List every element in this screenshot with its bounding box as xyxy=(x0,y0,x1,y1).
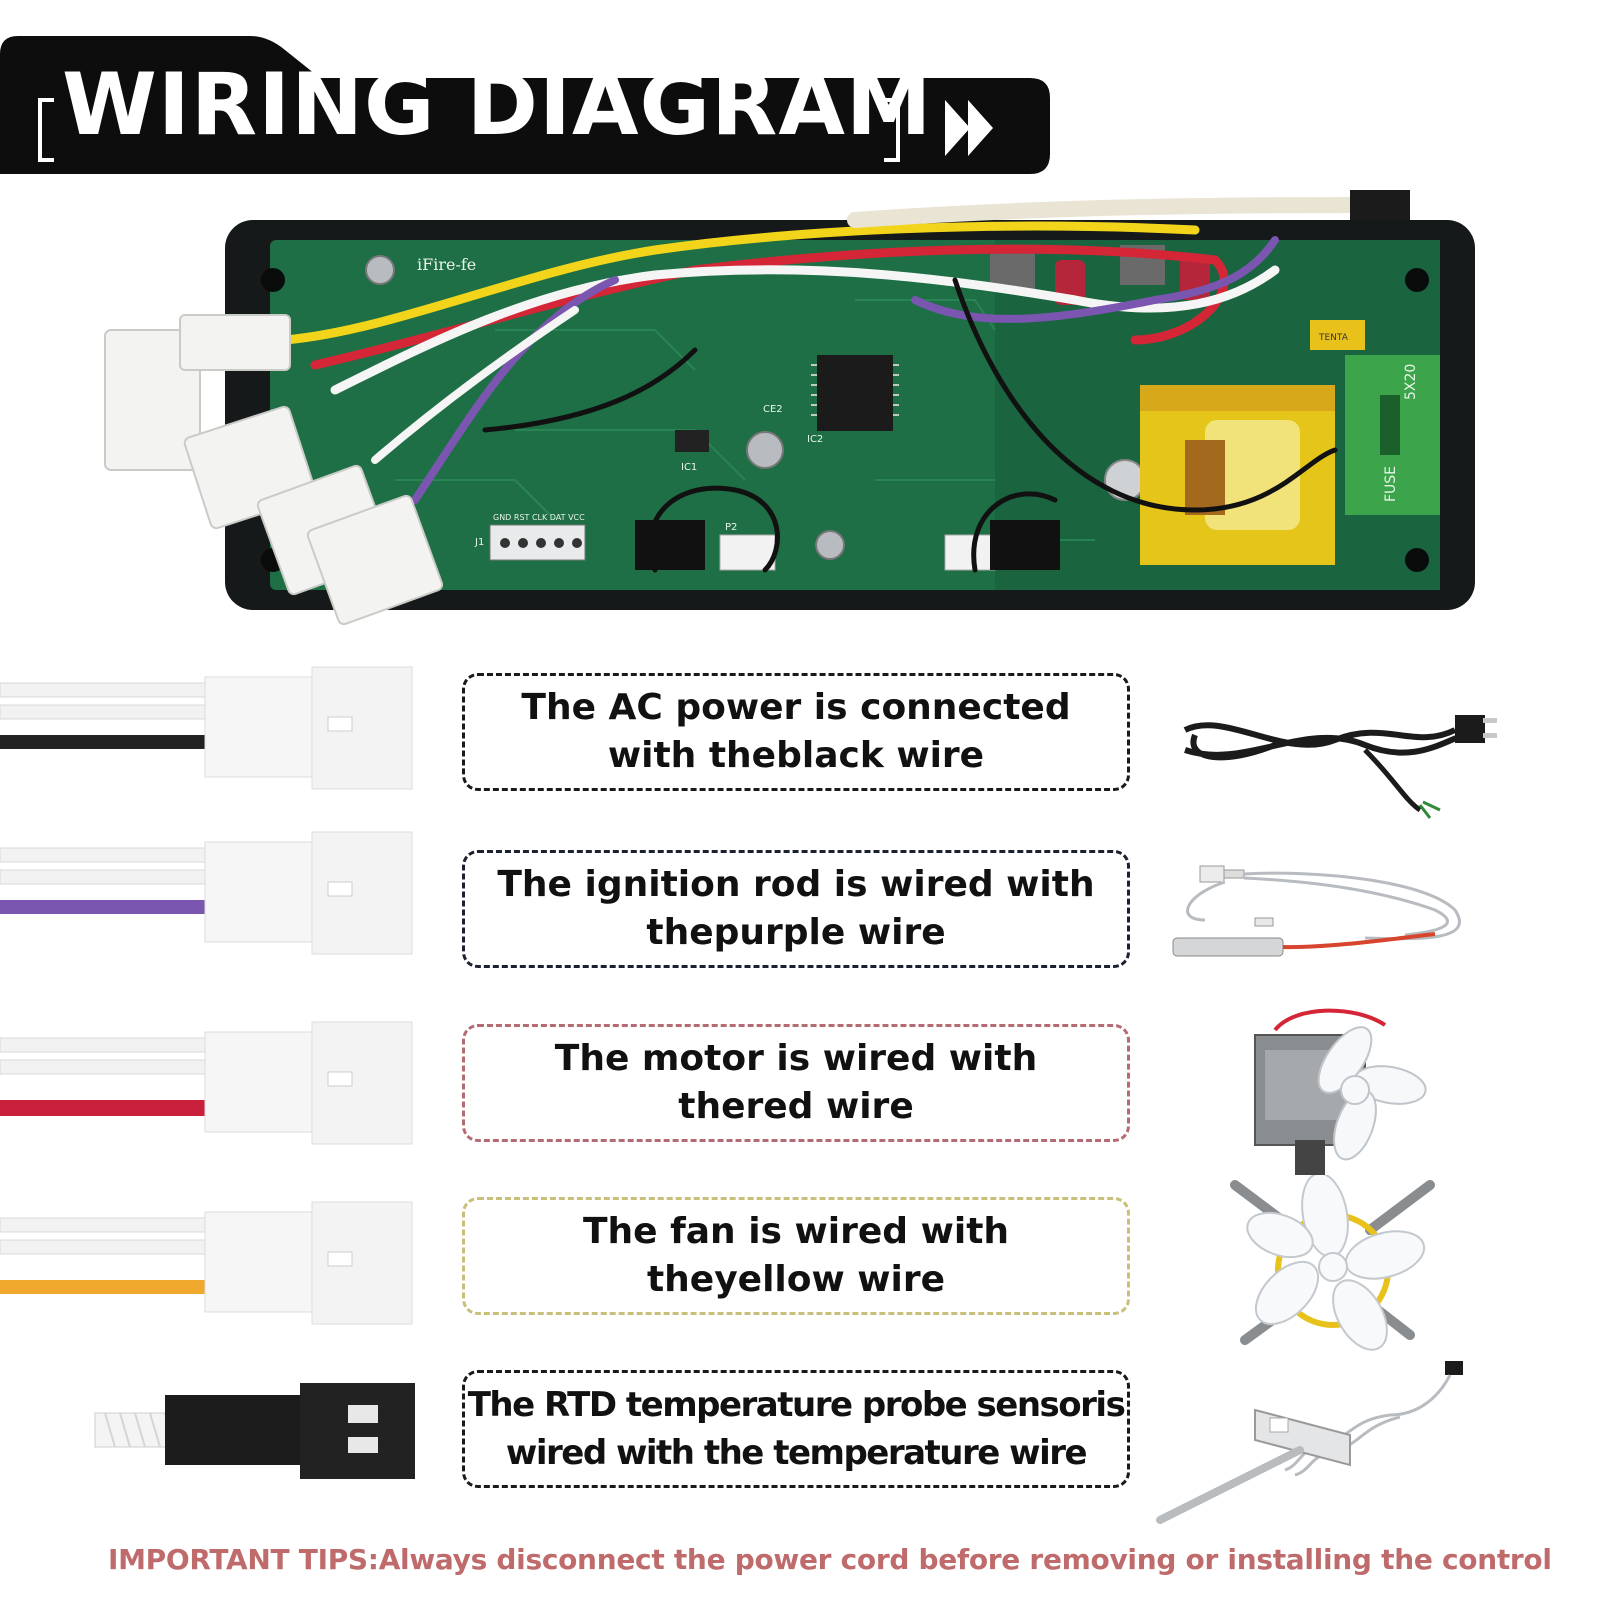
board-brand-label: iFire-fe xyxy=(417,255,476,274)
caption-box-fan: The fan is wired with theyellow wire xyxy=(462,1197,1130,1315)
header-pin-labels: GND RST CLK DAT VCC xyxy=(493,513,585,522)
caption-rtd: The RTD temperature probe sensoris wired… xyxy=(467,1385,1126,1473)
induction-fan-icon xyxy=(1230,1175,1435,1351)
caption-motor: The motor is wired with thered wire xyxy=(554,1038,1038,1127)
connector-purple xyxy=(0,831,413,955)
caption-fan: The fan is wired with theyellow wire xyxy=(582,1211,1010,1300)
connector-red xyxy=(0,1021,413,1145)
label-ce2: CE2 xyxy=(763,404,783,415)
ignition-rod-icon xyxy=(1172,865,1461,957)
connector-black xyxy=(0,666,413,790)
caption-box-power: The AC power is connected with theblack … xyxy=(462,673,1130,791)
caption-ignition: The ignition rod is wired with thepurple… xyxy=(497,864,1095,953)
label-p2: P2 xyxy=(725,522,737,533)
label-ic2: IC2 xyxy=(807,434,823,445)
x-capacitor xyxy=(1310,320,1365,350)
power-cord-icon xyxy=(1183,715,1497,819)
caption-box-ignition: The ignition rod is wired with thepurple… xyxy=(462,850,1130,968)
page-title: WIRING DIAGRAM xyxy=(62,55,933,155)
important-tips: IMPORTANT TIPS:Always disconnect the pow… xyxy=(108,1543,1552,1576)
arrow-icon xyxy=(945,100,970,156)
title-banner xyxy=(0,36,1050,174)
connector-rtd xyxy=(94,1383,415,1479)
auger-motor-icon xyxy=(1254,1008,1427,1175)
control-board: FUSE 5X20 TENTA iFire-fe GND RST CLK DAT… xyxy=(104,190,1475,626)
fuse-size-label: 5X20 xyxy=(1403,364,1419,400)
label-ic1: IC1 xyxy=(681,462,697,473)
probe-plug-on-board xyxy=(1350,190,1410,220)
screw-icon xyxy=(365,255,395,285)
fuse-label: FUSE xyxy=(1383,466,1399,502)
screw-icon-2 xyxy=(815,530,845,560)
caption-box-motor: The motor is wired with thered wire xyxy=(462,1024,1130,1142)
bracket-right-icon xyxy=(884,98,900,162)
caption-power: The AC power is connected with theblack … xyxy=(521,687,1071,776)
label-j1: J1 xyxy=(474,537,484,548)
rtd-probe-icon xyxy=(1156,1361,1463,1524)
microcontroller-chip xyxy=(817,355,893,431)
bracket-left-icon xyxy=(38,98,54,162)
caption-box-rtd: The RTD temperature probe sensoris wired… xyxy=(462,1370,1130,1488)
arrow-icon-2 xyxy=(968,100,993,156)
capacitor-label: TENTA xyxy=(1318,333,1349,343)
connector-yellow xyxy=(0,1201,413,1325)
